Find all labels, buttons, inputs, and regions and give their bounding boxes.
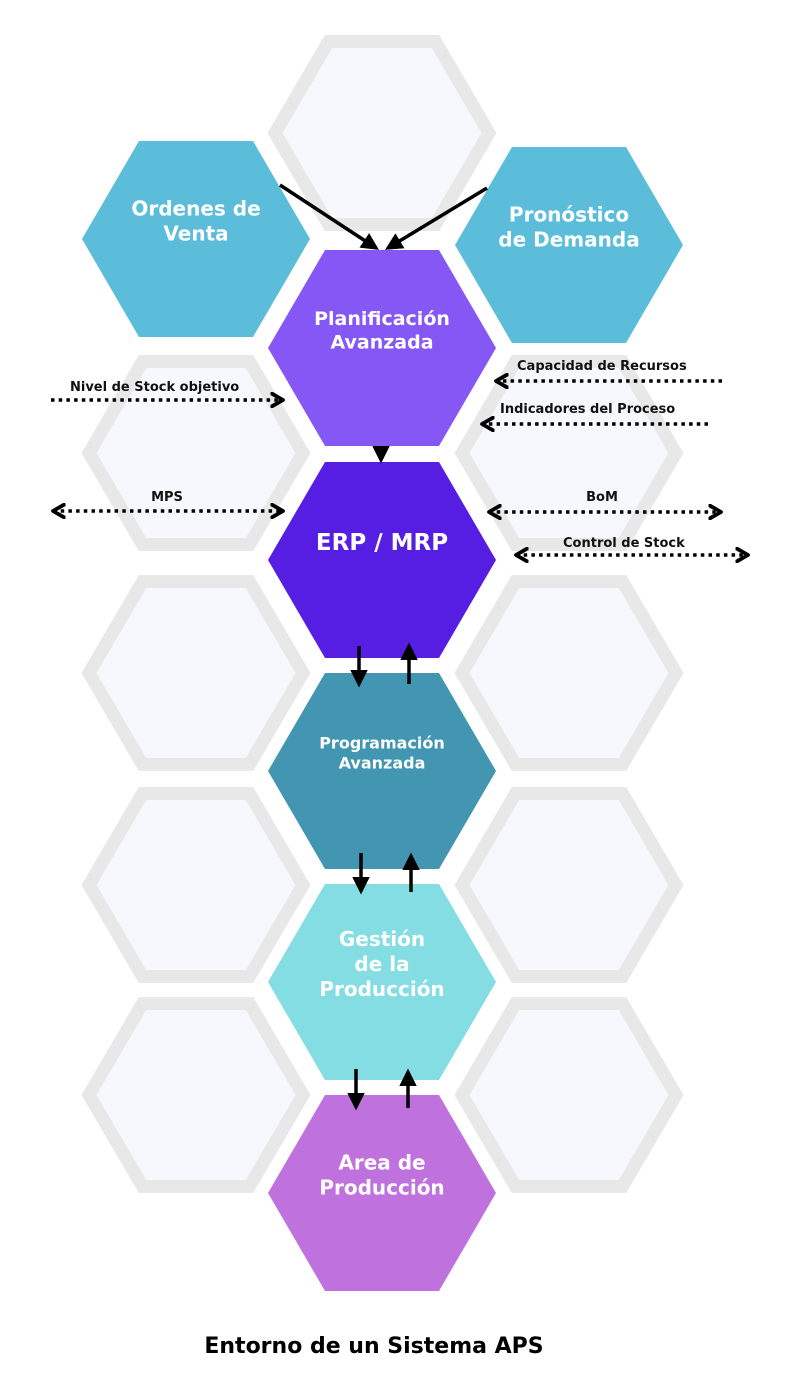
diagram-caption: Entorno de un Sistema APS [204,1334,543,1359]
flow-label-mps: MPS [151,490,183,505]
background-hexagon-top [267,35,497,231]
node-label-line: ERP / MRP [316,530,448,556]
node-label-line: Programación [319,734,445,753]
flow-label-nivel-stock: Nivel de Stock objetivo [70,380,239,395]
hexagon-shape [268,250,496,446]
node-label-line: de la [354,952,409,976]
hexagon-shape [268,884,496,1080]
dotted-flows [51,381,748,555]
flow-labels: Nivel de Stock objetivo MPS Capacidad de… [70,359,687,551]
node-label-line: Pronóstico [509,203,629,227]
background-hexagon-left-1 [81,355,311,551]
node-label: ERP / MRP [316,530,448,556]
node-label-line: Ordenes de [131,197,260,221]
node-label-line: Producción [319,1176,444,1200]
flow-label-capacidad: Capacidad de Recursos [517,359,687,374]
node-label-line: Avanzada [339,754,426,773]
background-hexagon-left-2 [81,575,311,771]
flow-label-bom: BoM [586,490,618,505]
background-hexagon-right-1 [454,355,684,551]
hexagon-shape [455,147,683,343]
solid-arrows [279,183,488,1111]
node-label-line: Producción [319,977,444,1001]
node-erp-mrp: ERP / MRP [268,462,496,658]
node-label-line: Gestión [339,927,425,951]
background-hexagon-right-4 [454,997,684,1193]
hexagon-shape [268,673,496,869]
background-hexagon-right-3 [454,787,684,983]
arrow-pronostico-to-planificacion [385,186,488,250]
arrow-ordenes-to-planificacion [279,183,379,250]
node-label-line: Venta [163,222,228,246]
node-label-line: Area de [338,1151,425,1175]
node-label-line: Planificación [314,308,450,330]
hexagon-shape [268,462,496,658]
hexagon-shape [82,141,310,337]
hexagon-shape [268,1095,496,1291]
flow-label-control-stock: Control de Stock [563,536,685,551]
background-hexagons [81,35,684,1193]
flow-label-indicadores: Indicadores del Proceso [500,402,675,417]
node-label-line: de Demanda [498,228,639,252]
node-label-line: Avanzada [330,332,433,354]
background-hexagon-right-2 [454,575,684,771]
background-hexagon-left-3 [81,787,311,983]
background-hexagon-left-4 [81,997,311,1193]
